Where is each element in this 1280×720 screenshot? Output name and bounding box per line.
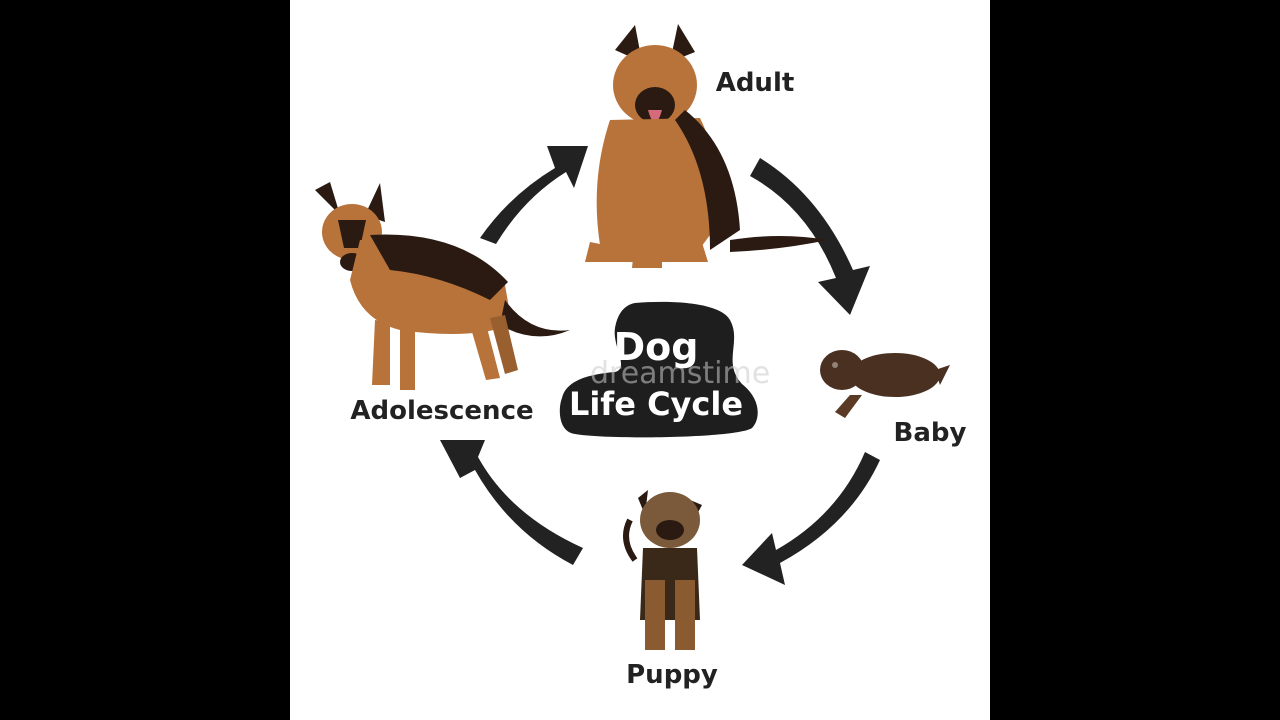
adult-dog-icon [585,24,828,268]
life-cycle-diagram: dreamstime [315,24,950,650]
baby-dog-icon [820,350,950,418]
adolescent-dog-icon [315,182,570,390]
watermark-text: dreamstime [590,356,770,391]
stage-label-adolescence: Adolescence [350,396,534,426]
puppy-dog-icon [623,490,702,650]
cycle-arrow-icon [440,440,583,565]
cycle-arrow-icon [480,146,588,244]
diagram-canvas: dreamstime [290,0,990,720]
cycle-arrow-icon [750,158,870,315]
center-title-blob [559,301,758,438]
stage-label-baby: Baby [893,418,967,448]
stage-label-adult: Adult [715,68,795,98]
cycle-arrow-icon [742,452,880,585]
stage-label-puppy: Puppy [626,660,718,690]
